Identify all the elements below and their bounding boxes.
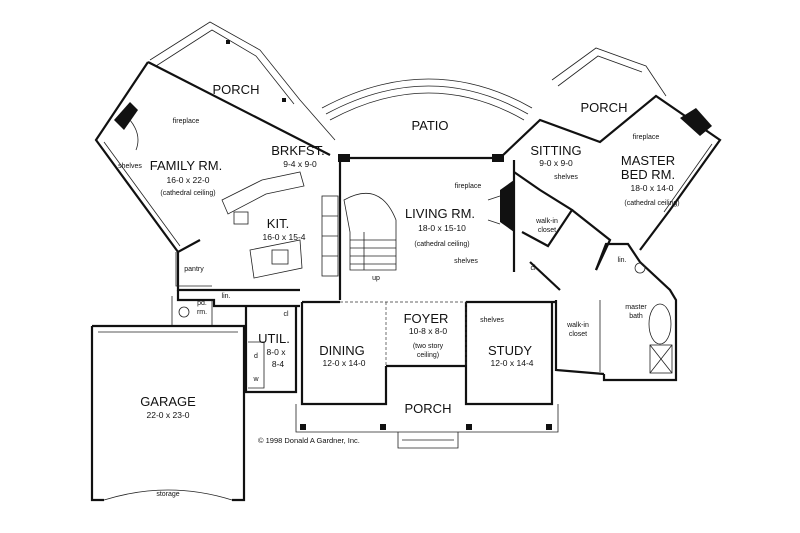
util-dim-1: 8-0 x xyxy=(267,347,287,357)
shelves-sitting-label: shelves xyxy=(554,174,578,181)
dining-name: DINING xyxy=(319,343,365,358)
living-room-dim: 18-0 x 15-10 xyxy=(418,223,466,233)
fireplace-family-label: fireplace xyxy=(173,118,200,125)
right-wing-walls xyxy=(499,47,722,291)
walkin-upper-label-1: walk-in xyxy=(535,218,558,225)
living-room-walls xyxy=(321,154,516,300)
storage-label: storage xyxy=(156,491,179,498)
cl-left-label: cl xyxy=(283,311,289,318)
utility-walls xyxy=(171,252,300,394)
garage-walls xyxy=(90,324,246,502)
kitchen-name: KIT. xyxy=(267,216,289,231)
patio-arc xyxy=(321,78,533,121)
master-bed-note: (cathedral ceiling) xyxy=(624,200,679,207)
family-room-note: (cathedral ceiling) xyxy=(160,190,215,197)
brkfst-name: BRKFST. xyxy=(271,143,324,158)
walkin-upper-label-2: closet xyxy=(538,227,556,234)
dryer-label: d xyxy=(254,353,258,360)
walkin-lower-label-1: walk-in xyxy=(566,322,589,329)
master-bath-walls xyxy=(554,242,678,382)
porch-front-name: PORCH xyxy=(405,401,452,416)
study-dim: 12-0 x 14-4 xyxy=(491,358,534,368)
pd-rm-label-1: pd. xyxy=(197,300,207,307)
lin-right-label: lin. xyxy=(618,257,627,264)
patio-name: PATIO xyxy=(411,118,448,133)
family-room-name: FAMILY RM. xyxy=(150,158,222,173)
study-name: STUDY xyxy=(488,343,532,358)
shelves-study-label: shelves xyxy=(480,317,504,324)
living-room-note: (cathedral ceiling) xyxy=(414,241,469,248)
porch-left-name: PORCH xyxy=(213,82,260,97)
master-bed-name-2: BED RM. xyxy=(621,167,675,182)
lin-left-label: lin. xyxy=(222,293,231,300)
family-room-dim: 16-0 x 22-0 xyxy=(167,175,210,185)
util-name: UTIL. xyxy=(258,331,290,346)
master-bed-dim: 18-0 x 14-0 xyxy=(631,183,674,193)
dining-dim: 12-0 x 14-0 xyxy=(323,358,366,368)
front-rooms-walls xyxy=(295,300,559,449)
kitchen-dim: 16-0 x 15-4 xyxy=(263,232,306,242)
foyer-note-2: ceiling) xyxy=(417,352,439,359)
master-bath-label-1: master xyxy=(625,304,647,311)
sitting-dim: 9-0 x 9-0 xyxy=(539,158,573,168)
walkin-lower-label-2: closet xyxy=(569,331,587,338)
washer-label: w xyxy=(252,376,259,383)
foyer-note-1: (two story xyxy=(413,343,444,350)
cl-right-label: cl xyxy=(530,265,536,272)
foyer-name: FOYER xyxy=(404,311,449,326)
porch-right-name: PORCH xyxy=(581,100,628,115)
fireplace-master-label: fireplace xyxy=(633,134,660,141)
fireplace-living-label: fireplace xyxy=(455,183,482,190)
util-dim-2: 8-4 xyxy=(272,359,285,369)
stair-up-label: up xyxy=(372,275,380,282)
shelves-living-label: shelves xyxy=(454,258,478,265)
pantry-label: pantry xyxy=(184,266,204,273)
copyright-text: © 1998 Donald A Gardner, Inc. xyxy=(258,436,360,445)
shelves-family-label: shelves xyxy=(118,163,142,170)
brkfst-dim: 9-4 x 9-0 xyxy=(283,159,317,169)
pd-rm-label-2: rm. xyxy=(197,309,207,316)
living-room-name: LIVING RM. xyxy=(405,206,475,221)
garage-name: GARAGE xyxy=(140,394,196,409)
foyer-dim: 10-8 x 8-0 xyxy=(409,326,448,336)
sitting-name: SITTING xyxy=(530,143,581,158)
master-bed-name-1: MASTER xyxy=(621,153,675,168)
master-bath-label-2: bath xyxy=(629,313,643,320)
garage-dim: 22-0 x 23-0 xyxy=(147,410,190,420)
